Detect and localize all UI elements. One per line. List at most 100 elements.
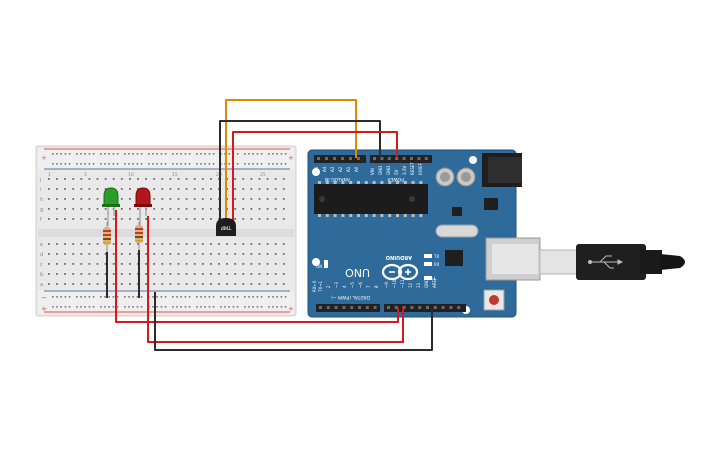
rail-hole[interactable] [180, 296, 182, 298]
header-pin[interactable] [333, 157, 336, 160]
breadboard-hole[interactable] [145, 273, 147, 275]
rail-hole[interactable] [184, 296, 187, 298]
breadboard-hole[interactable] [64, 218, 66, 220]
breadboard-hole[interactable] [48, 208, 50, 210]
breadboard-hole[interactable] [266, 188, 269, 190]
breadboard-hole[interactable] [112, 263, 115, 265]
breadboard-hole[interactable] [64, 283, 66, 285]
analog-header[interactable] [314, 155, 366, 163]
rail-hole[interactable] [64, 296, 67, 298]
rail-hole[interactable] [196, 296, 198, 298]
led-green[interactable] [102, 187, 120, 226]
breadboard-hole[interactable] [250, 178, 253, 180]
rail-hole[interactable] [156, 306, 158, 308]
rail-hole[interactable] [244, 163, 246, 165]
header-pin[interactable] [342, 306, 346, 309]
led-red[interactable] [134, 187, 152, 226]
rail-hole[interactable] [200, 306, 202, 308]
breadboard-hole[interactable] [185, 218, 188, 220]
digital-header-low[interactable] [316, 304, 380, 312]
breadboard-hole[interactable] [234, 198, 237, 200]
rail-hole[interactable] [176, 306, 178, 308]
header-pin[interactable] [380, 157, 384, 160]
rail-hole[interactable] [160, 306, 163, 308]
breadboard-hole[interactable] [193, 273, 196, 275]
breadboard-hole[interactable] [88, 243, 91, 245]
header-pin[interactable] [424, 157, 428, 160]
rail-hole[interactable] [188, 306, 191, 308]
rail-hole[interactable] [180, 306, 182, 308]
rail-hole[interactable] [108, 163, 110, 165]
breadboard-hole[interactable] [56, 188, 58, 190]
rail-hole[interactable] [276, 153, 278, 155]
rail-hole[interactable] [160, 296, 163, 298]
rail-hole[interactable] [276, 296, 278, 298]
breadboard-hole[interactable] [80, 188, 83, 190]
chip-pin[interactable] [333, 214, 337, 217]
breadboard-hole[interactable] [177, 198, 180, 200]
rail-hole[interactable] [164, 163, 167, 165]
rail-hole[interactable] [140, 163, 143, 165]
rail-hole[interactable] [128, 306, 130, 308]
rail-hole[interactable] [156, 153, 158, 155]
breadboard-hole[interactable] [104, 283, 107, 285]
breadboard-hole[interactable] [169, 273, 172, 275]
breadboard-hole[interactable] [282, 218, 285, 220]
breadboard-hole[interactable] [266, 218, 269, 220]
breadboard-hole[interactable] [226, 273, 228, 275]
rail-hole[interactable] [236, 296, 239, 298]
rail-hole[interactable] [84, 306, 86, 308]
breadboard-hole[interactable] [72, 283, 75, 285]
rail-hole[interactable] [284, 296, 287, 298]
header-pin[interactable] [365, 306, 369, 309]
breadboard-hole[interactable] [274, 273, 277, 275]
breadboard-hole[interactable] [72, 263, 75, 265]
header-pin[interactable] [350, 306, 354, 309]
breadboard-hole[interactable] [120, 218, 123, 220]
breadboard-hole[interactable] [185, 208, 188, 210]
rail-hole[interactable] [280, 296, 283, 298]
chip-pin[interactable] [419, 214, 423, 217]
rail-hole[interactable] [56, 153, 58, 155]
rail-hole[interactable] [68, 296, 71, 298]
header-pin[interactable] [441, 306, 445, 309]
rail-hole[interactable] [104, 163, 106, 165]
breadboard-hole[interactable] [56, 273, 58, 275]
breadboard-hole[interactable] [210, 253, 212, 255]
breadboard-hole[interactable] [48, 283, 50, 285]
chip-pin[interactable] [357, 214, 360, 217]
breadboard-hole[interactable] [80, 283, 83, 285]
breadboard-hole[interactable] [129, 243, 131, 245]
breadboard-hole[interactable] [72, 253, 75, 255]
chip-pin[interactable] [411, 181, 415, 184]
usb-cable[interactable] [539, 244, 685, 280]
header-pin[interactable] [357, 157, 360, 160]
breadboard-hole[interactable] [88, 188, 91, 190]
breadboard-hole[interactable] [185, 253, 188, 255]
breadboard-hole[interactable] [201, 208, 204, 210]
breadboard-hole[interactable] [201, 218, 204, 220]
rail-hole[interactable] [128, 163, 130, 165]
breadboard-hole[interactable] [129, 178, 131, 180]
breadboard-hole[interactable] [129, 273, 131, 275]
rail-hole[interactable] [156, 296, 158, 298]
chip-pin[interactable] [411, 214, 415, 217]
rail-hole[interactable] [88, 306, 91, 308]
breadboard-hole[interactable] [226, 188, 228, 190]
header-pin[interactable] [334, 306, 338, 309]
breadboard-hole[interactable] [145, 263, 147, 265]
breadboard-hole[interactable] [80, 253, 83, 255]
breadboard-hole[interactable] [56, 283, 58, 285]
rail-hole[interactable] [272, 306, 274, 308]
breadboard-hole[interactable] [201, 273, 204, 275]
rail-hole[interactable] [152, 163, 154, 165]
chip-pin[interactable] [396, 214, 399, 217]
rail-hole[interactable] [68, 153, 71, 155]
rail-hole[interactable] [196, 153, 198, 155]
breadboard-hole[interactable] [226, 243, 228, 245]
breadboard-hole[interactable] [64, 253, 66, 255]
breadboard-hole[interactable] [177, 208, 180, 210]
chip-pin[interactable] [349, 214, 353, 217]
breadboard-hole[interactable] [88, 283, 91, 285]
breadboard-hole[interactable] [161, 283, 164, 285]
